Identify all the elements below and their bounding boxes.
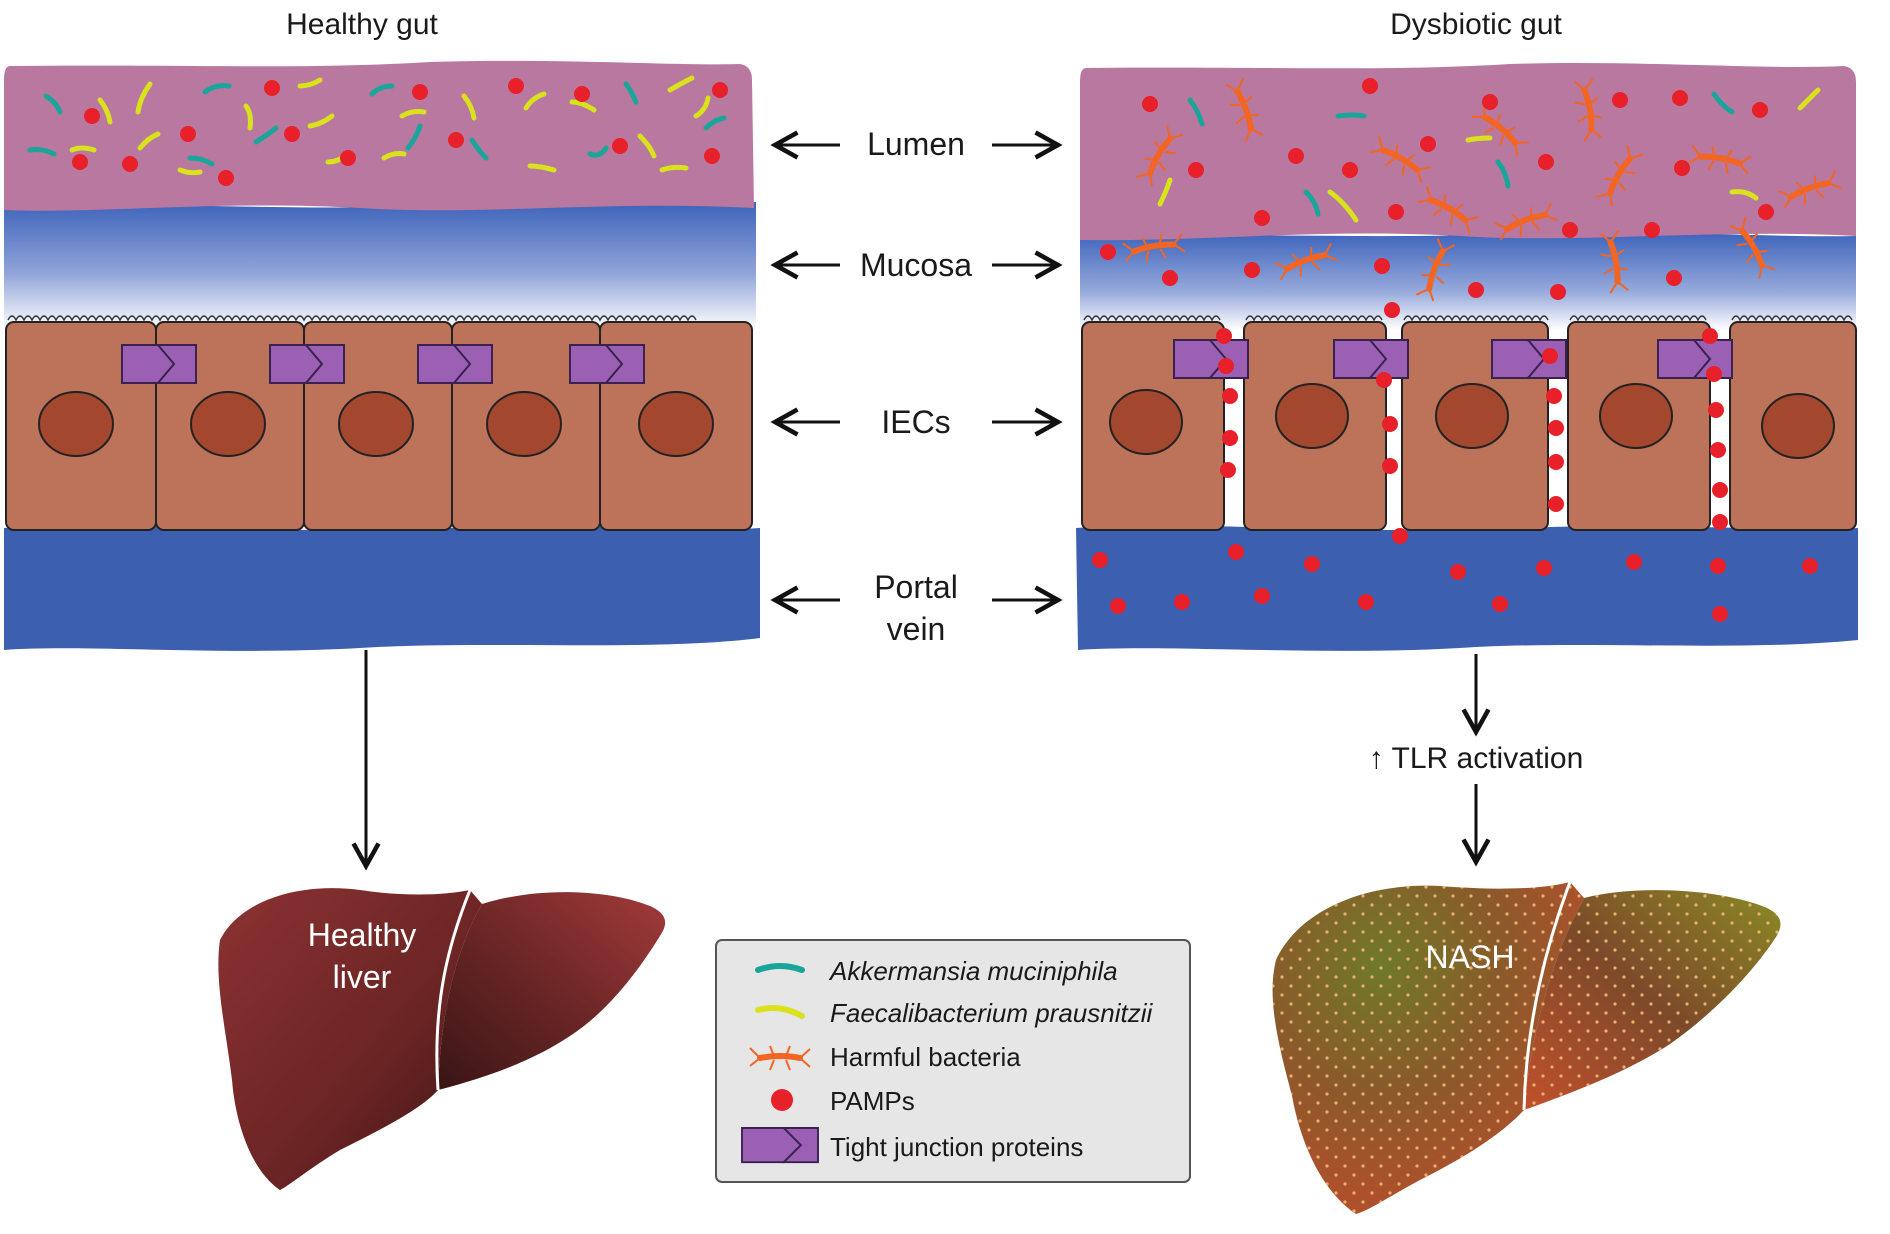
- nash-liver: NASH: [1272, 881, 1781, 1214]
- portal-vein-label-line2: vein: [887, 611, 946, 647]
- layer-labels: Lumen Mucosa IECs Portal vein: [770, 126, 1063, 647]
- healthy-lumen-bacteria: [27, 75, 727, 176]
- teal-rod-bacterium-icon: [755, 963, 805, 973]
- dysbiotic-mucosa: [1080, 232, 1856, 330]
- healthy-liver: Healthy liver: [218, 888, 666, 1190]
- dysbiotic-gut-title: Dysbiotic gut: [1390, 8, 1562, 41]
- lumen-label: Lumen: [867, 126, 965, 162]
- legend-box: [715, 939, 1191, 1183]
- legend-label-harmful-bacteria: Harmful bacteria: [830, 1042, 1021, 1072]
- legend-label-tight-junction: Tight junction proteins: [830, 1132, 1083, 1162]
- red-dot-icon: [771, 1089, 793, 1111]
- healthy-gut-title: Healthy gut: [286, 8, 438, 41]
- yellow-rod-bacterium-icon: [755, 1005, 805, 1019]
- healthy-mucosa: [4, 201, 756, 330]
- legend-label-faecalibacterium: Faecalibacterium prausnitzii: [830, 998, 1153, 1028]
- portal-vein-label-line1: Portal: [874, 569, 958, 605]
- healthy-gut-panel: Healthy gut: [4, 8, 760, 1190]
- mucosa-label: Mucosa: [860, 247, 972, 283]
- dysbiotic-lumen: [1080, 63, 1856, 241]
- healthy-pamps: [72, 78, 728, 186]
- dysbiotic-beneficial-bacteria: [1157, 87, 1821, 223]
- legend: Akkermansia muciniphila Faecalibacterium…: [715, 939, 1191, 1183]
- healthy-liver-label-line2: liver: [333, 959, 392, 995]
- nash-liver-label: NASH: [1426, 939, 1515, 975]
- iecs-label: IECs: [881, 404, 950, 440]
- dysbiotic-gut-panel: Dysbiotic gut: [1076, 8, 1858, 1214]
- dysbiotic-portal-vein: [1076, 525, 1858, 651]
- healthy-portal-vein: [4, 525, 760, 651]
- legend-label-akkermansia: Akkermansia muciniphila: [828, 956, 1118, 986]
- healthy-liver-label-line1: Healthy: [308, 917, 417, 953]
- dysbiotic-pamps: [1092, 78, 1818, 622]
- purple-junction-icon: [741, 1127, 819, 1164]
- tlr-activation-label: ↑ TLR activation: [1369, 742, 1584, 775]
- legend-label-pamps: PAMPs: [830, 1086, 915, 1116]
